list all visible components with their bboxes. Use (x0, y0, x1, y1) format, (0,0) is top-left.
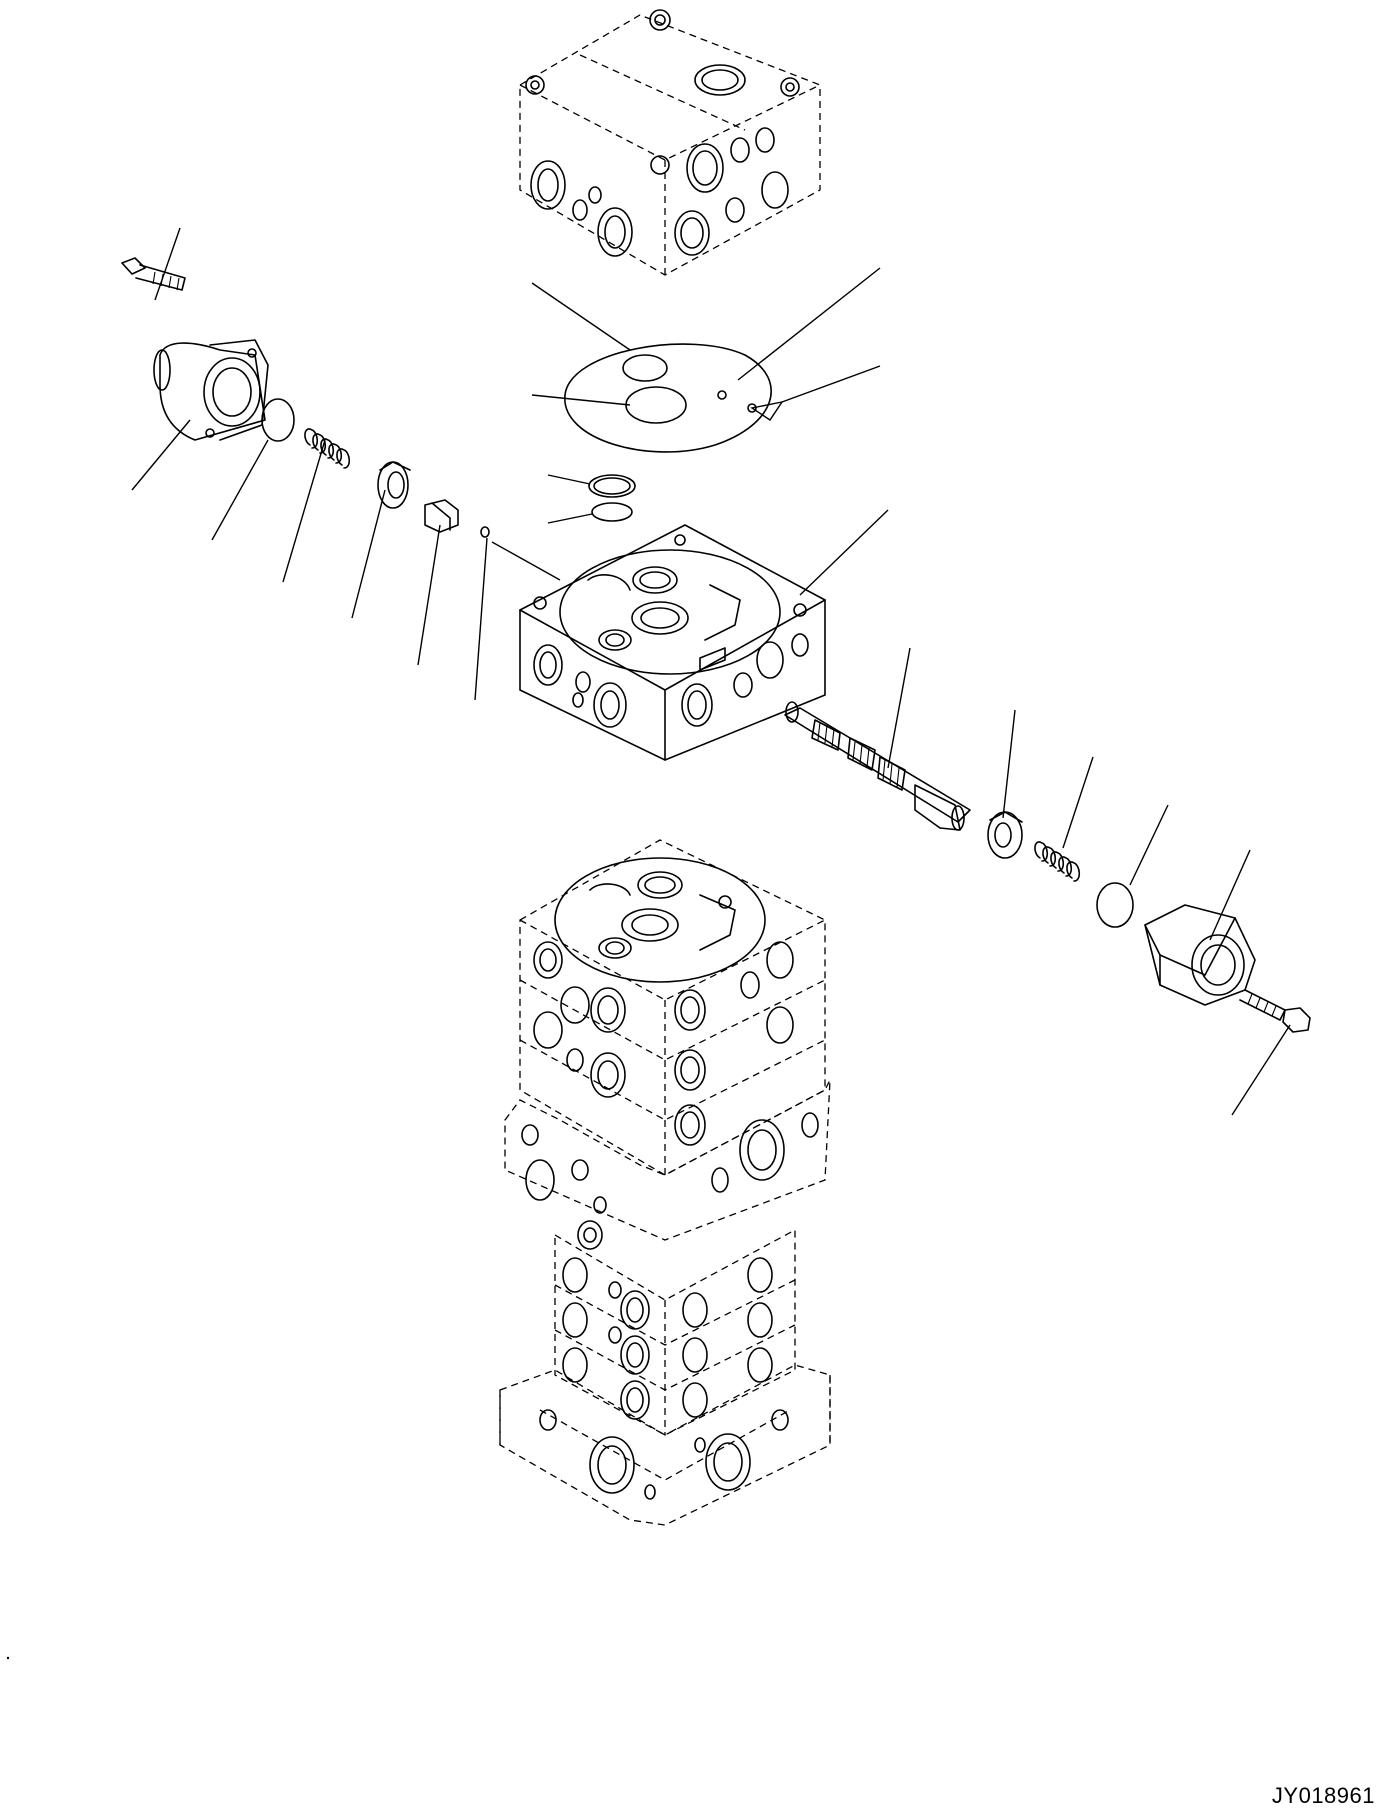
right-spring (1034, 841, 1081, 882)
left-retainer (424, 499, 459, 533)
left-bolt (121, 257, 186, 291)
right-o-ring (1096, 882, 1134, 928)
main-valve-stack (499, 839, 831, 1526)
left-spring (304, 428, 351, 469)
gasket-plate (564, 343, 772, 453)
o-rings-small (588, 474, 636, 522)
left-spring-seat (377, 461, 411, 509)
left-cap-housing (153, 339, 269, 441)
drawing-code: JY018961 (1271, 1783, 1375, 1808)
top-valve-block (519, 9, 821, 276)
left-o-ring (261, 398, 295, 442)
left-ball (480, 526, 490, 538)
spool-valve-section (519, 524, 826, 761)
right-spring-seat (987, 811, 1023, 859)
stray-dot (6, 1656, 10, 1660)
right-bolt (1239, 989, 1311, 1033)
leader-lines (131, 227, 1291, 1116)
right-cap-housing (1144, 904, 1256, 1006)
spool (784, 701, 971, 831)
